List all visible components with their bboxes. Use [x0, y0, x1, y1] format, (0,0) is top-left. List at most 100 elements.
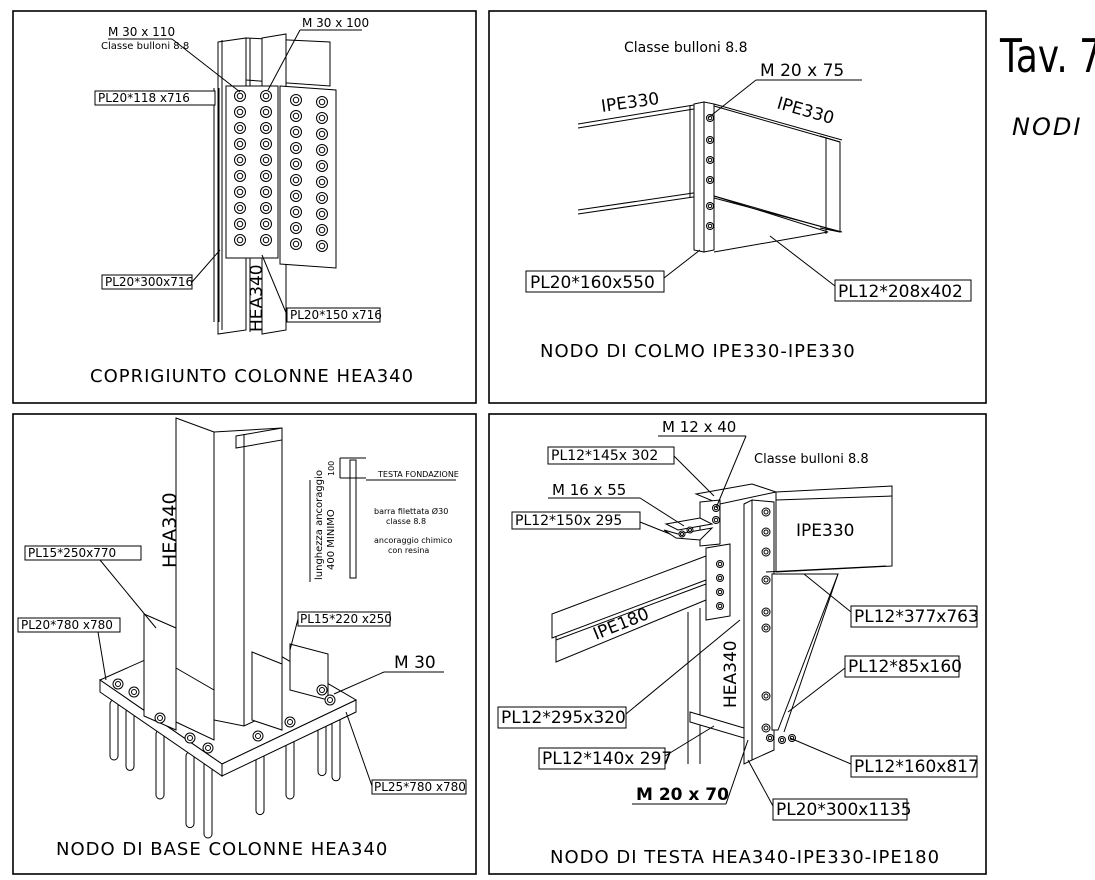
- p3-plate-a-label: PL15*250x770: [28, 546, 116, 560]
- p3-barra-label-2: classe 8.8: [386, 517, 426, 526]
- bolt-nut-icon: [262, 92, 270, 100]
- bolt-nut-icon: [292, 176, 300, 184]
- sheet-number: Tav. 7: [999, 30, 1095, 84]
- bolt-nut-icon: [236, 108, 244, 116]
- p2-beam-left-label: IPE330: [600, 89, 661, 117]
- p4-bolt-c-label: M 20 x 70: [636, 785, 729, 805]
- p2-bolt-label: M 20 x 75: [760, 61, 844, 81]
- p4-beam-a-label: IPE330: [796, 521, 854, 541]
- bolt-nut-icon: [187, 735, 193, 741]
- bolt-nut-icon: [262, 156, 270, 164]
- bolt-nut-icon: [713, 517, 719, 523]
- bolt-nut-icon: [717, 575, 723, 581]
- bolt-nut-icon: [236, 220, 244, 228]
- bolt-nut-icon: [707, 203, 713, 209]
- bolt-nut-icon: [318, 146, 326, 154]
- bolt-nut-icon: [292, 128, 300, 136]
- panel1-drawing: [213, 33, 337, 335]
- anchor-rod: [109, 699, 119, 761]
- p4-plate-g-label: PL12*160x817: [854, 757, 979, 777]
- p1-bolt-right-label: M 30 x 100: [302, 16, 369, 30]
- p3-caption: NODO DI BASE COLONNE HEA340: [56, 839, 388, 860]
- bolt-nut-icon: [717, 603, 723, 609]
- bolt-nut-icon: [763, 549, 769, 555]
- bolt-nut-icon: [763, 693, 769, 699]
- p2-bolt-class-label: Classe bulloni 8.8: [624, 40, 747, 56]
- p4-caption: NODO DI TESTA HEA340-IPE330-IPE180: [550, 847, 940, 868]
- bolt-nut-icon: [236, 204, 244, 212]
- bolt-nut-icon: [763, 725, 769, 731]
- p4-plate-e-label: PL12*295x320: [501, 708, 626, 728]
- bolt-nut-icon: [707, 157, 713, 163]
- p4-plate-f-label: PL12*140x 297: [542, 749, 672, 769]
- panel3-drawing: [98, 417, 456, 839]
- p4-bolt-class-label: Classe bulloni 8.8: [754, 452, 869, 467]
- p4-plate-h-label: PL20*300x1135: [776, 800, 912, 820]
- sheet-subtitle: NODI: [1012, 113, 1082, 141]
- bolt-nut-icon: [763, 509, 769, 515]
- bolt-nut-icon: [763, 625, 769, 631]
- bolt-nut-icon: [262, 220, 270, 228]
- p1-bolt-class-label: Classe bulloni 8.8: [101, 41, 189, 52]
- anchor-rod: [331, 715, 341, 782]
- bolt-nut-icon: [236, 124, 244, 132]
- p4-plate-a-label: PL12*145x 302: [551, 448, 658, 464]
- bolt-nut-icon: [318, 162, 326, 170]
- bolt-nut-icon: [236, 92, 244, 100]
- p4-plate-c-label: PL12*377x763: [854, 607, 979, 627]
- p1-caption: COPRIGIUNTO COLONNE HEA340: [90, 366, 414, 387]
- p4-profile-label: HEA340: [721, 640, 741, 708]
- bolt-nut-icon: [707, 223, 713, 229]
- p3-barra-label-1: barra filettata Ø30: [374, 506, 448, 516]
- bolt-nut-icon: [318, 210, 326, 218]
- p4-bolt-b-label: M 16 x 55: [552, 481, 626, 499]
- bolt-nut-icon: [255, 733, 261, 739]
- p2-caption: NODO DI COLMO IPE330-IPE330: [540, 341, 856, 362]
- bolt-nut-icon: [292, 112, 300, 120]
- p2-plate-b-label: PL12*208x402: [838, 282, 963, 302]
- p3-plate-b-label: PL20*780 x780: [21, 618, 113, 632]
- bolt-nut-icon: [262, 108, 270, 116]
- p4-plate-b-label: PL12*150x 295: [515, 513, 622, 529]
- bolt-nut-icon: [707, 137, 713, 143]
- anchor-rod: [203, 759, 213, 839]
- bolt-nut-icon: [707, 177, 713, 183]
- bolt-nut-icon: [292, 144, 300, 152]
- p3-profile-label: HEA340: [159, 492, 181, 568]
- bolt-nut-icon: [292, 96, 300, 104]
- bolt-nut-icon: [292, 192, 300, 200]
- p4-bolt-a-label: M 12 x 40: [662, 418, 736, 436]
- bolt-nut-icon: [767, 735, 773, 741]
- bolt-nut-icon: [717, 589, 723, 595]
- bolt-nut-icon: [318, 130, 326, 138]
- panel-frame-3: [12, 413, 477, 875]
- p3-testa-label: TESTA FONDAZIONE: [377, 470, 459, 479]
- bolt-nut-icon: [318, 178, 326, 186]
- bolt-nut-icon: [318, 242, 326, 250]
- bolt-nut-icon: [319, 687, 325, 693]
- anchor-rod: [155, 729, 165, 800]
- bolt-nut-icon: [262, 124, 270, 132]
- bolt-nut-icon: [763, 609, 769, 615]
- p2-plate-a-label: PL20*160x550: [530, 273, 655, 293]
- p1-plate-b-label: PL20*300x716: [105, 275, 193, 289]
- bolt-nut-icon: [327, 697, 333, 703]
- bolt-nut-icon: [236, 140, 244, 148]
- p3-anc-label-1: ancoraggio chimico: [374, 536, 452, 545]
- bolt-nut-icon: [318, 226, 326, 234]
- p1-plate-c-label: PL20*150 x716: [290, 308, 382, 322]
- p3-bolt-label: M 30: [394, 653, 436, 673]
- anchor-rod: [185, 751, 195, 829]
- panel-frame-4: [488, 413, 987, 875]
- panel2-drawing: [577, 101, 843, 253]
- p3-anc-label-2: con resina: [388, 546, 429, 555]
- bolt-nut-icon: [292, 160, 300, 168]
- bolt-nut-icon: [262, 140, 270, 148]
- bolt-nut-icon: [287, 719, 293, 725]
- p4-plate-d-label: PL12*85x160: [848, 657, 962, 677]
- bolt-nut-icon: [262, 236, 270, 244]
- bolt-nut-icon: [779, 737, 785, 743]
- bolt-nut-icon: [763, 577, 769, 583]
- bolt-nut-icon: [318, 114, 326, 122]
